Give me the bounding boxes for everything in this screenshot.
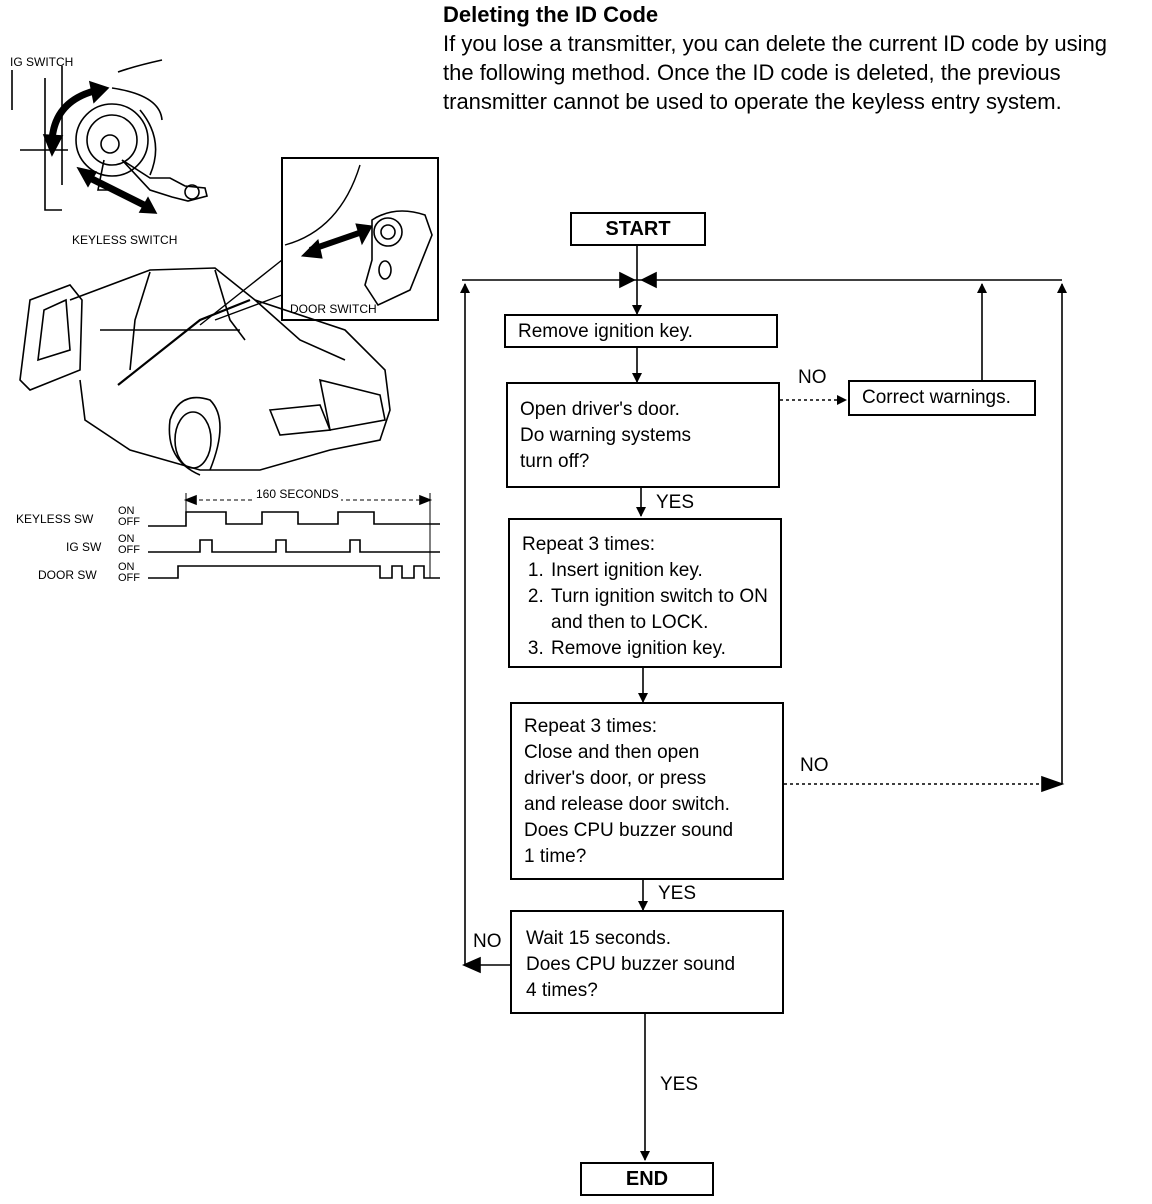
- timing-off-label: OFF: [118, 572, 140, 584]
- decision-line: Does CPU buzzer sound: [524, 820, 734, 841]
- step-title: Repeat 3 times:: [522, 534, 656, 555]
- decision-line: Open driver's door.: [520, 399, 680, 420]
- list-item: Remove ignition key.: [549, 636, 768, 662]
- open-door-decision: Open driver's door. Do warning systems t…: [506, 382, 780, 488]
- keyless-switch-label: KEYLESS SWITCH: [72, 233, 178, 247]
- ig-switch-label: IG SWITCH: [10, 55, 74, 69]
- timing-row-label: DOOR SW: [38, 568, 97, 582]
- timing-diagram: [148, 493, 440, 579]
- timing-off-label: OFF: [118, 544, 140, 556]
- repeat-ignition-step: Repeat 3 times: Insert ignition key. Tur…: [508, 518, 782, 668]
- decision-line: Do warning systems: [520, 425, 692, 446]
- decision-line: Wait 15 seconds.: [526, 928, 672, 949]
- list-item: Insert ignition key.: [549, 558, 768, 584]
- decision-line: Repeat 3 times:: [524, 716, 658, 737]
- timing-on-label: ON: [118, 533, 135, 545]
- timing-row-label: KEYLESS SW: [16, 512, 94, 526]
- decision-line: turn off?: [520, 451, 590, 472]
- timing-on-label: ON: [118, 505, 135, 517]
- yes-label: YES: [656, 492, 695, 513]
- no-label: NO: [798, 367, 827, 388]
- yes-label: YES: [658, 883, 697, 904]
- wait-decision: Wait 15 seconds. Does CPU buzzer sound 4…: [510, 910, 784, 1014]
- timing-off-label: OFF: [118, 516, 140, 528]
- intro-paragraph: If you lose a transmitter, you can delet…: [443, 31, 1108, 114]
- decision-line: and release door switch.: [524, 794, 730, 815]
- door-switch-inset: [199, 157, 439, 326]
- decision-line: 4 times?: [526, 980, 598, 1001]
- list-item: Turn ignition switch to ON and then to L…: [549, 584, 768, 636]
- door-switch-label: DOOR SWITCH: [290, 302, 377, 316]
- repeat-door-decision: Repeat 3 times: Close and then open driv…: [510, 702, 784, 880]
- timing-row-label: IG SW: [66, 540, 102, 554]
- end-terminal: END: [580, 1162, 714, 1196]
- car-illustration: [19, 267, 391, 476]
- remove-key-step: Remove ignition key.: [504, 314, 778, 348]
- no-label: NO: [800, 755, 829, 776]
- correct-warnings-step: Correct warnings.: [848, 380, 1036, 416]
- decision-line: 1 time?: [524, 846, 587, 867]
- ignition-steps-list: Insert ignition key. Turn ignition switc…: [522, 558, 768, 662]
- timing-duration-label: 160 SECONDS: [254, 487, 341, 501]
- yes-label: YES: [660, 1074, 699, 1095]
- no-label: NO: [473, 931, 502, 952]
- timing-on-label: ON: [118, 561, 135, 573]
- start-terminal: START: [570, 212, 706, 246]
- page-title: Deleting the ID Code: [443, 2, 659, 27]
- decision-line: driver's door, or press: [524, 768, 707, 789]
- decision-line: Does CPU buzzer sound: [526, 954, 736, 975]
- ignition-switch-illustration: [11, 59, 208, 214]
- decision-line: Close and then open: [524, 742, 700, 763]
- flow-connectors: [460, 244, 1067, 1161]
